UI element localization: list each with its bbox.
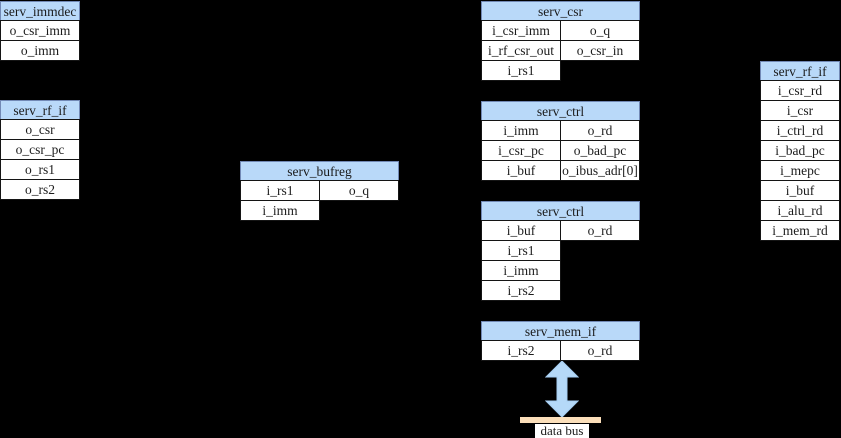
module-row: i_buf xyxy=(760,180,840,201)
module-row: i_csr_rd xyxy=(760,80,840,101)
module-row: o_rs2 xyxy=(0,179,80,200)
module-row: o_csr xyxy=(0,119,80,140)
port-cell: i_csr_pc xyxy=(481,140,561,161)
port-cell: o_csr xyxy=(0,119,80,140)
port-cell: i_mem_rd xyxy=(760,220,840,241)
module-row: i_mepc xyxy=(760,160,840,181)
port-cell: o_csr_pc xyxy=(0,139,80,160)
module-row: i_imm xyxy=(481,260,640,281)
module-row: i_imm xyxy=(240,200,399,221)
data-bus-bar xyxy=(520,417,601,423)
module-row: i_mem_rd xyxy=(760,220,840,241)
port-cell: o_q xyxy=(560,20,640,41)
port-cell: o_rs1 xyxy=(0,159,80,180)
module-title: serv_ctrl xyxy=(481,201,640,221)
module-row: i_alu_rd xyxy=(760,200,840,221)
port-cell: o_rd xyxy=(560,340,640,361)
module-title: serv_csr xyxy=(481,1,640,21)
module-row: o_imm xyxy=(0,40,80,61)
port-cell: o_q xyxy=(319,180,399,201)
port-cell: i_buf xyxy=(481,220,561,241)
module-row: i_csr xyxy=(760,100,840,121)
module-row: i_ctrl_rd xyxy=(760,120,840,141)
port-cell: i_buf xyxy=(760,180,840,201)
port-cell: i_imm xyxy=(240,200,320,221)
port-cell: i_csr xyxy=(760,100,840,121)
module-row: o_csr_imm xyxy=(0,20,80,41)
module-row: i_rs1 xyxy=(481,60,640,81)
port-cell: i_imm xyxy=(481,120,561,141)
module-title: serv_immdec xyxy=(0,1,80,21)
port-cell: i_csr_imm xyxy=(481,20,561,41)
module-row: i_rs1 xyxy=(481,240,640,261)
port-cell: i_alu_rd xyxy=(760,200,840,221)
module-title: serv_ctrl xyxy=(481,101,640,121)
port-cell: o_imm xyxy=(0,40,80,61)
port-cell: i_ctrl_rd xyxy=(760,120,840,141)
module-title: serv_rf_if xyxy=(760,61,840,81)
port-cell: o_csr_imm xyxy=(0,20,80,41)
module-title: serv_rf_if xyxy=(0,100,80,120)
port-cell: i_rs1 xyxy=(481,60,561,81)
port-cell: i_csr_rd xyxy=(760,80,840,101)
port-cell: i_imm xyxy=(481,260,561,281)
data-bus-label: data bus xyxy=(535,424,589,438)
port-cell: i_bad_pc xyxy=(760,140,840,161)
vertical-double-arrow-icon xyxy=(545,361,579,418)
port-cell: o_rd xyxy=(560,220,640,241)
port-cell: o_csr_in xyxy=(560,40,640,61)
module-row: i_bad_pc xyxy=(760,140,840,161)
module-title: serv_bufreg xyxy=(240,161,399,181)
port-cell: i_rf_csr_out xyxy=(481,40,561,61)
port-cell: i_buf xyxy=(481,160,561,181)
port-cell: o_rs2 xyxy=(0,179,80,200)
module-row: o_rs1 xyxy=(0,159,80,180)
port-cell: i_rs2 xyxy=(481,340,561,361)
port-cell: o_rd xyxy=(560,120,640,141)
port-cell: i_rs2 xyxy=(481,280,561,301)
port-cell: o_bad_pc xyxy=(560,140,640,161)
port-cell: i_mepc xyxy=(760,160,840,181)
module-row: i_rs2 xyxy=(481,280,640,301)
port-cell: i_rs1 xyxy=(240,180,320,201)
module-title: serv_mem_if xyxy=(481,321,640,341)
port-cell: i_rs1 xyxy=(481,240,561,261)
port-cell: o_ibus_adr[0] xyxy=(560,160,640,181)
module-row: o_csr_pc xyxy=(0,139,80,160)
